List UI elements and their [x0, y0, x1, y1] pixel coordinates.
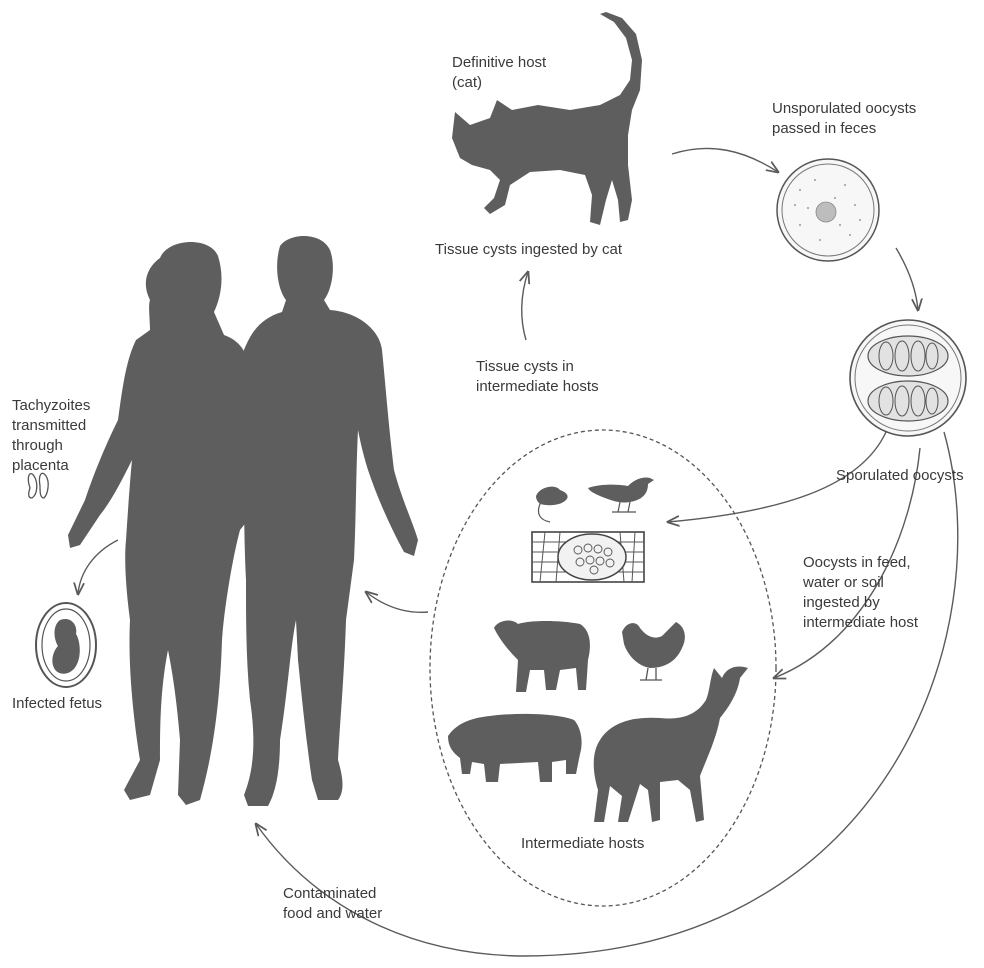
label-intermediate-hosts: Intermediate hosts — [521, 834, 644, 854]
label-tachyzoites: Tachyzoites transmitted through placenta — [12, 396, 90, 476]
label-tissue-cysts-intermediate: Tissue cysts in intermediate hosts — [476, 357, 599, 397]
tissue-cyst-muscle — [532, 532, 644, 582]
tachyzoites-icon — [28, 473, 48, 498]
unsporulated-oocyst — [777, 159, 879, 261]
label-tissue-cysts-cat: Tissue cysts ingested by cat — [435, 240, 622, 260]
sporulated-oocyst — [850, 320, 966, 436]
arrow-intermediate-to-cat — [522, 272, 528, 340]
arrow-cat-to-unsporulated — [672, 148, 778, 172]
label-infected-fetus: Infected fetus — [12, 694, 102, 714]
arrow-unsporulated-to-sporulated — [896, 248, 918, 310]
arrow-mother-to-fetus — [78, 540, 118, 594]
label-oocysts-feed: Oocysts in feed, water or soil ingested … — [803, 553, 918, 633]
man-silhouette — [214, 236, 418, 806]
bird-silhouette — [588, 477, 654, 512]
label-sporulated-oocysts: Sporulated oocysts — [836, 466, 964, 486]
infected-fetus — [36, 603, 96, 687]
label-contaminated-food-water: Contaminated food and water — [283, 884, 382, 924]
sheep-silhouette — [494, 621, 590, 692]
label-definitive-host: Definitive host (cat) — [452, 53, 546, 93]
mouse-silhouette — [536, 487, 568, 522]
pig-silhouette — [448, 714, 582, 782]
deer-silhouette — [594, 666, 748, 822]
label-unsporulated-oocysts: Unsporulated oocysts passed in feces — [772, 99, 916, 139]
chicken-silhouette — [622, 622, 685, 680]
cat-silhouette — [452, 12, 642, 225]
woman-silhouette — [68, 242, 249, 805]
arrow-sporulated-to-humans — [256, 432, 958, 956]
arrow-intermediate-to-humans — [366, 592, 428, 612]
